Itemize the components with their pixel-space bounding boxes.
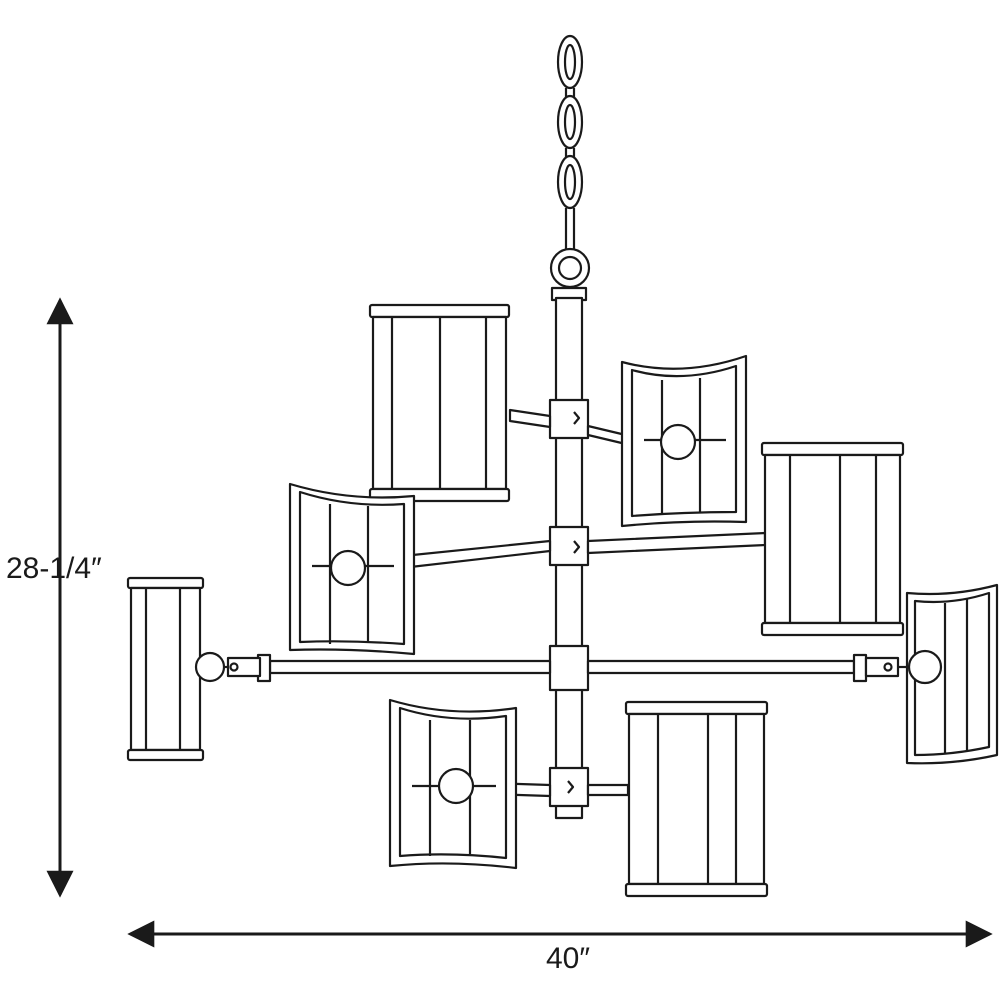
shade: [368, 303, 511, 503]
arm: [268, 659, 552, 675]
shade-back: [388, 698, 518, 870]
bulb-icon: [194, 651, 226, 683]
arm: [586, 783, 630, 797]
chain-link: [556, 154, 584, 210]
arm: [586, 531, 767, 555]
hanging-chain: [549, 34, 591, 289]
column-hub: [548, 644, 590, 692]
chain-link: [563, 163, 577, 201]
center-column: [548, 286, 590, 820]
column-hub: [548, 766, 590, 808]
arm: [391, 539, 552, 571]
chain-link: [556, 94, 584, 150]
chain-link: [556, 34, 584, 90]
chain-link: [563, 103, 577, 141]
chandelier-arms: [268, 408, 856, 798]
shade: [760, 441, 905, 637]
arm: [586, 659, 856, 675]
bulb-icon: [329, 549, 367, 587]
shade-back: [620, 354, 748, 528]
bulb-icon: [437, 767, 475, 805]
width-dimension-label: 40″: [546, 942, 590, 975]
arm: [508, 408, 552, 429]
shade-back: [288, 482, 416, 656]
shade-back: [905, 583, 999, 765]
height-dimension-label: 28-1/4″: [6, 552, 102, 585]
shade: [624, 700, 769, 898]
column-hub: [548, 398, 590, 440]
canopy-ring: [549, 247, 591, 289]
shade: [126, 576, 205, 762]
chain-link: [563, 43, 577, 81]
bulb-icon: [907, 649, 943, 685]
bulb-icon: [659, 423, 697, 461]
column-hub: [548, 525, 590, 567]
